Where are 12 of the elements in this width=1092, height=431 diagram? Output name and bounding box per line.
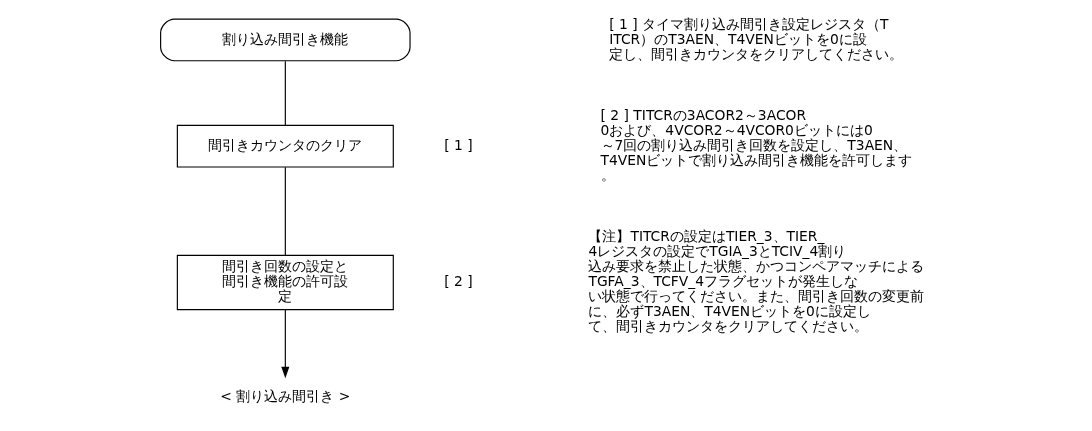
connector — [284, 60, 286, 126]
node-box: 割り込み間引き機能 — [160, 18, 411, 62]
node-label: [ 1 ] — [444, 136, 473, 153]
node-label: [ 2 ] — [444, 273, 473, 290]
node-box: 間引き回数の設定と間引き機能の許可設定 — [176, 254, 394, 311]
label: [ 2 ] TITCRの3ACOR2～3ACOR0および、4VCOR2～4VCOR0ビットには0～7回の割り込み間引き回数を設定し、T3AEN、T4VENビットで割り込み間引き機能を許可します。 — [600, 106, 913, 183]
node-text: < 割り込み間引き > — [220, 387, 351, 404]
connector — [284, 166, 286, 256]
arrow — [281, 309, 290, 379]
label: [ 1 ] タイマ割り込み間引き設定レジスタ（TITCR）のT3AEN、T4VENビットを0に設定し、間引きカウンタをクリアしてください。 — [609, 15, 904, 62]
node-box: 間引きカウンタのクリア — [176, 124, 394, 168]
label: 【注】TITCRの設定はTIER_3、TIER_4レジスタの設定でTGIA_3とTCIV_4割り込み要求を禁止した状態、かつコンペアマッチによるTGFA_3、TCFV_4フラグセットが発生しない状態で行ってください。また、間引き回数の変更前に、必ずT3AEN、T4VENビットを0に設定して、間引きカウンタをクリアしてください。 — [588, 228, 925, 335]
